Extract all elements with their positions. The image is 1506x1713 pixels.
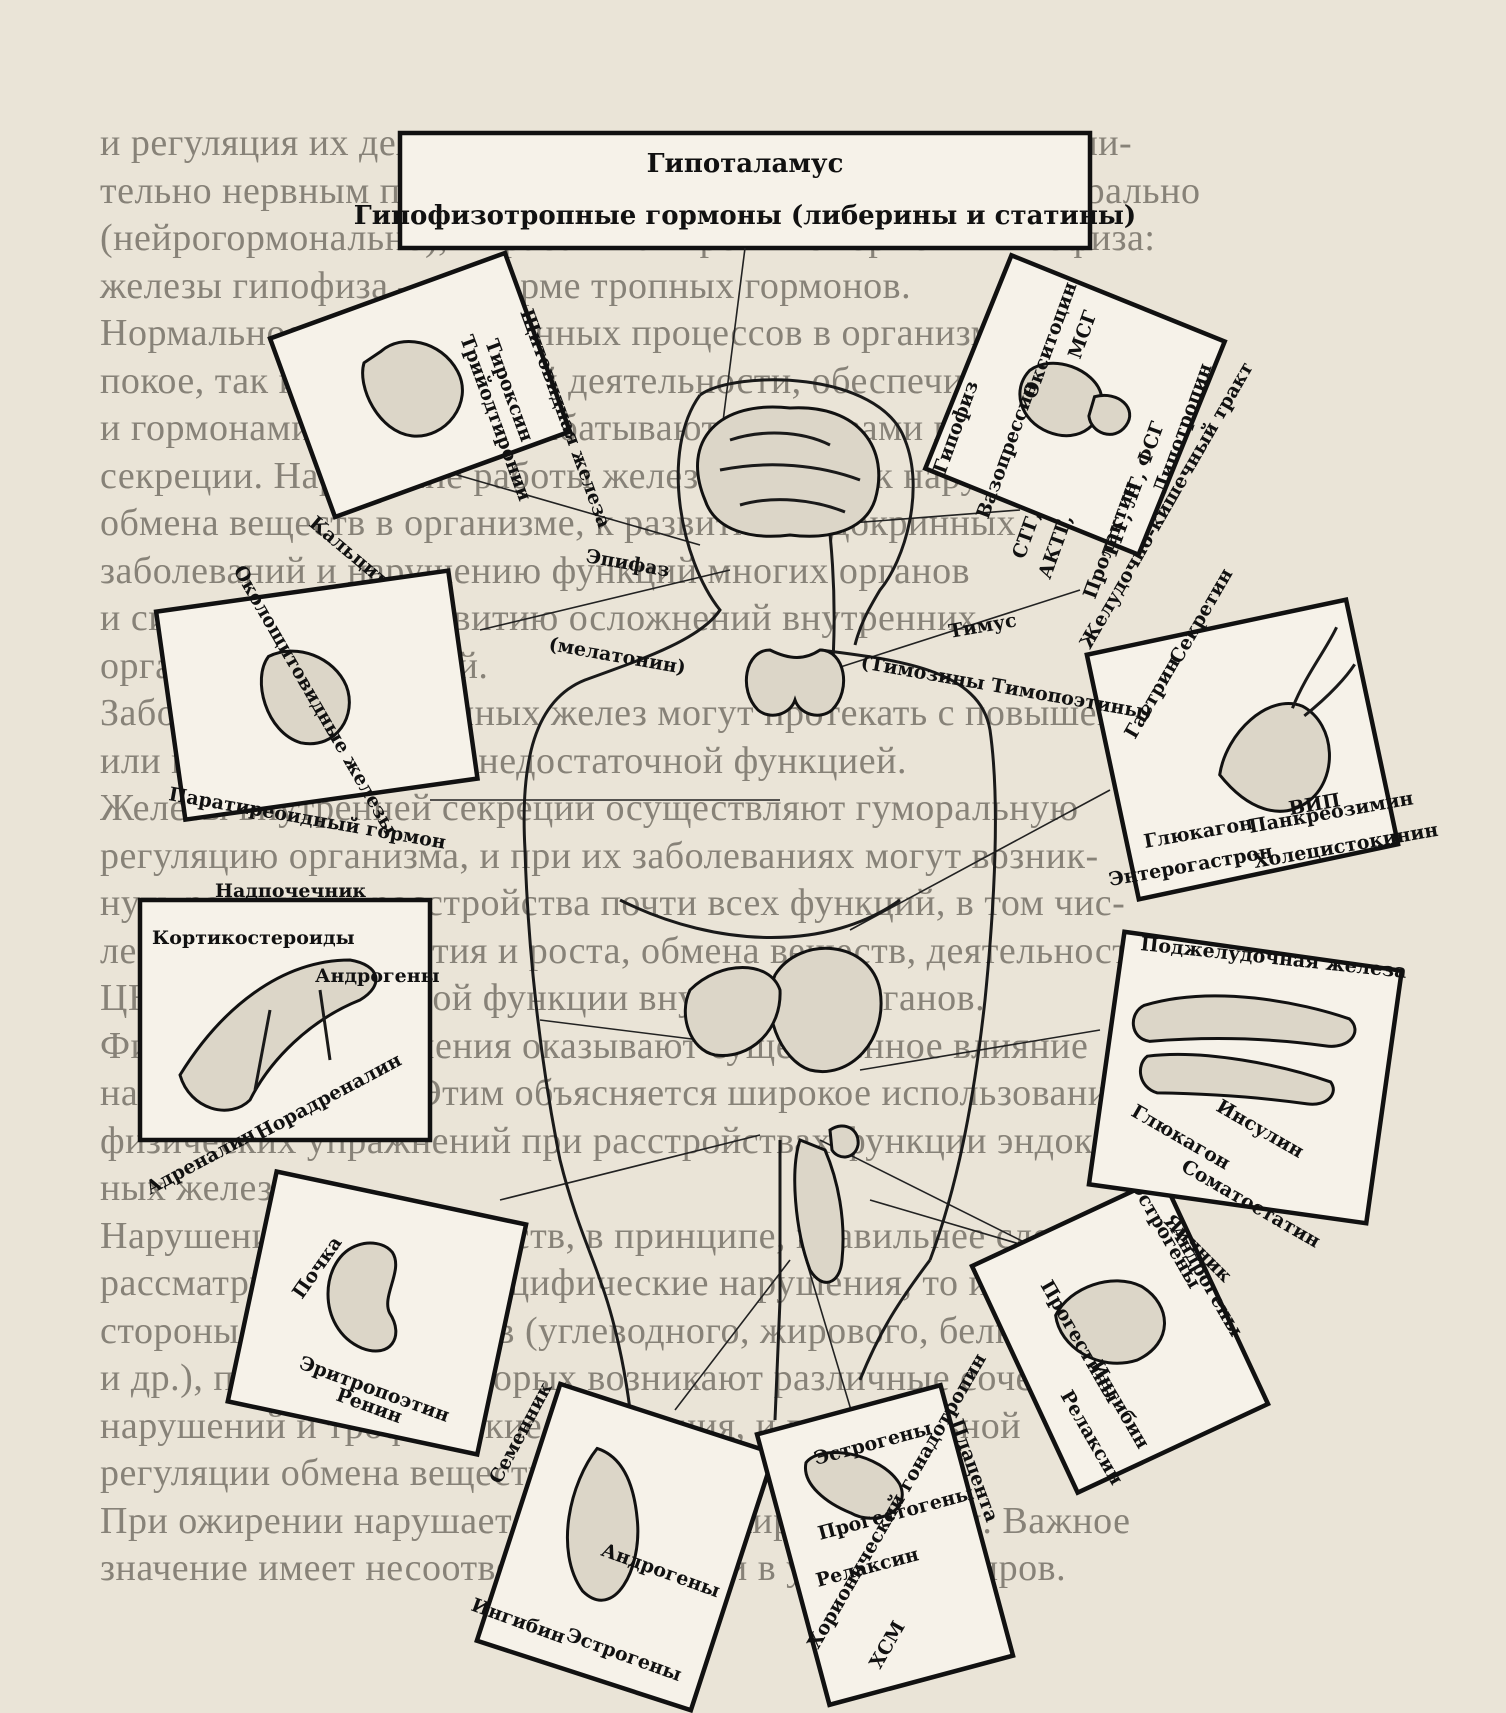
thyroid-gland-illustration [744, 648, 846, 717]
stomach-illustration [768, 946, 883, 1073]
background-text-line: заболеваний и нарушению функций многих о… [100, 549, 971, 592]
connector-lines [430, 247, 1111, 1441]
adrenal-name: Надпочечник [215, 880, 366, 902]
liver-illustration [683, 966, 782, 1058]
testis-panel: Семенник Андрогены Ингибин Эстрогены [468, 1378, 778, 1713]
hypothalamus-subtitle: Гипофизотропные гормоны (либерины и стат… [354, 201, 1136, 231]
background-text-line: регуляцию организма, и при их заболевани… [100, 834, 1099, 877]
brain-illustration [696, 405, 881, 538]
intestine-illustration [793, 1124, 860, 1284]
melatonin-label: (мелатонин) [547, 633, 687, 679]
ovary-panel: Яичник Эстрогены Андрогены Прогестины Ин… [969, 1174, 1271, 1496]
parathyroid-panel: Околощитовидные железы Паратиреоидный го… [153, 562, 481, 854]
pituitary-hormone-stg: СТГ, [1008, 508, 1045, 562]
background-text-line: покое, так и при мышечной деятельности, … [100, 359, 1070, 402]
hypothalamus-box: Гипоталамус Гипофизотропные гормоны (либ… [354, 130, 1136, 251]
pancreas-panel: Поджелудочная железа Инсулин Глюкагон Со… [1086, 929, 1408, 1253]
adrenal-hormone-androgens: Андрогены [315, 965, 440, 987]
hypothalamus-title: Гипоталамус [647, 149, 844, 179]
kidney-panel: Почка Эритропоэтин Ренин [225, 1168, 529, 1458]
pituitary-panel: Вазопрессин Окситоцин МСГ СТГ, АКТГ, ТТГ… [922, 252, 1228, 602]
epiphysis-label: Эпифаз [584, 545, 671, 581]
adrenal-hormone-corticosteroids: Кортикостероиды [152, 927, 355, 949]
adrenal-panel: Надпочечник Кортикостероиды Андрогены Ад… [137, 880, 440, 1199]
placenta-panel: Плацента Эстрогены Прогестогены Релаксин… [754, 1350, 1016, 1708]
background-text-line: ных желез. [100, 1167, 283, 1209]
thymus-label: Тимус [947, 609, 1018, 643]
background-text-line: Нормальное течение обменных процессов в … [100, 312, 1106, 354]
